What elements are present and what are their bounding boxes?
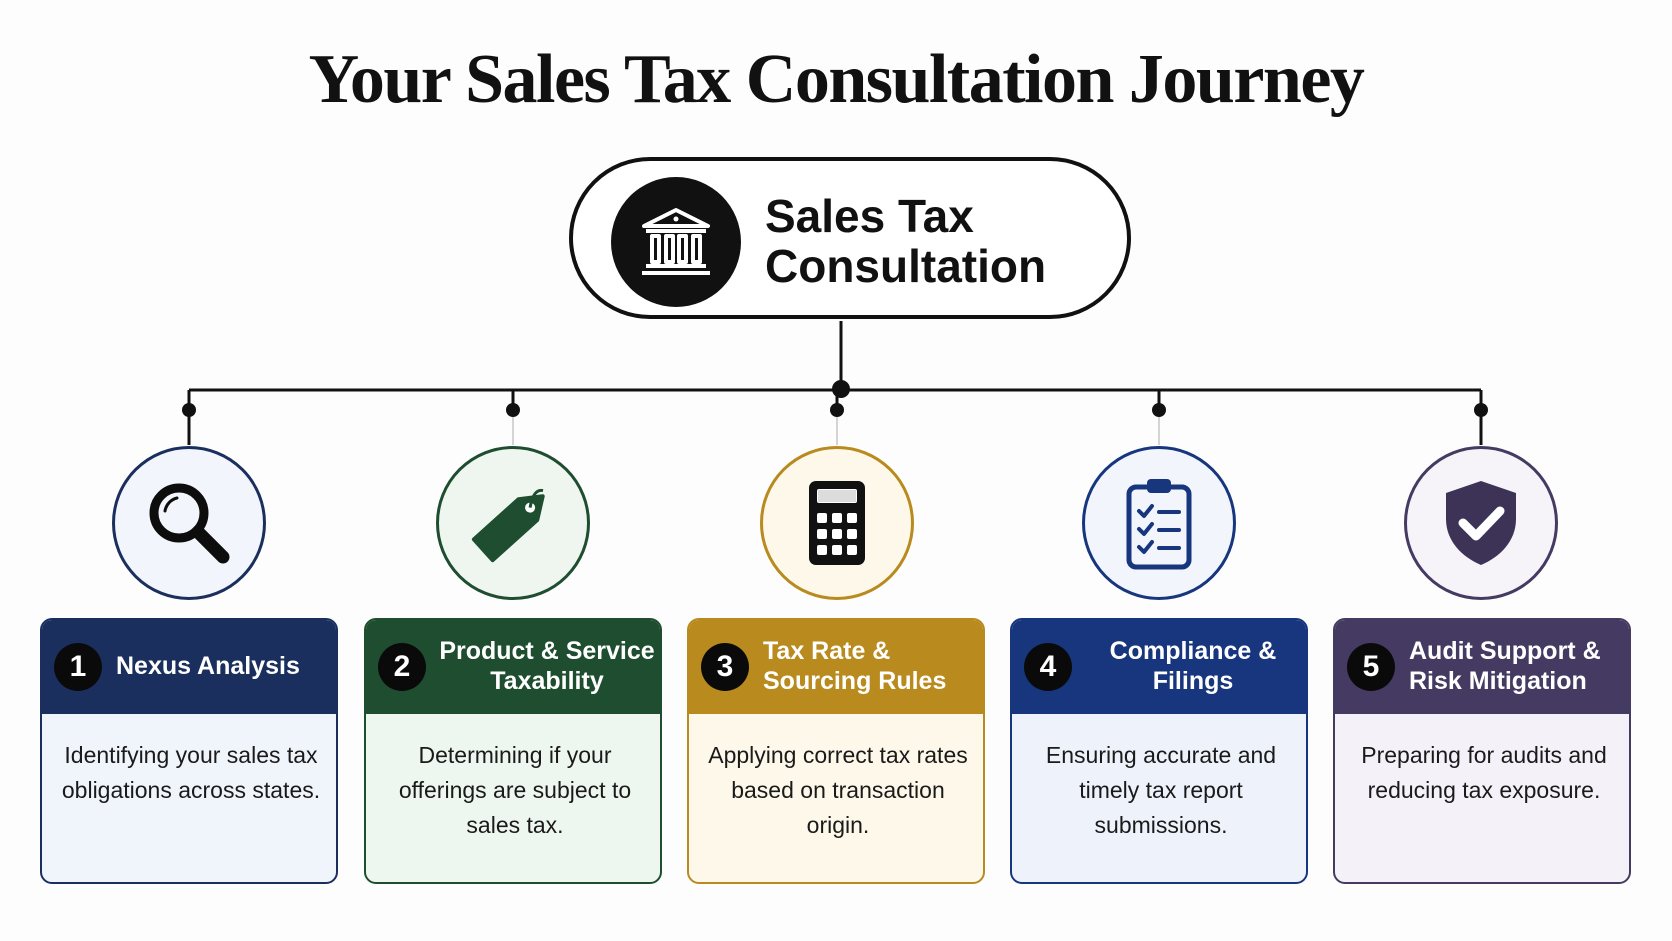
step-icon-circle-2	[436, 446, 590, 600]
step-title: Tax Rate & Sourcing Rules	[763, 637, 947, 695]
step-card-header: 2 Product & Service Taxability	[366, 620, 660, 714]
step-description: Preparing for audits and reducing tax ex…	[1361, 742, 1607, 803]
step-number: 1	[54, 643, 102, 691]
step-card-header: 3 Tax Rate & Sourcing Rules	[689, 620, 983, 714]
step-description: Ensuring accurate and timely tax report …	[1045, 742, 1277, 838]
bank-building-icon	[611, 177, 741, 307]
step-description: Identifying your sales tax obligations a…	[61, 742, 321, 803]
step-card-1: 1 Nexus Analysis Identifying your sales …	[40, 618, 338, 884]
hub-node: Sales Tax Consultation	[569, 157, 1131, 319]
step-title: Product & Service Taxability	[439, 637, 655, 695]
page-title: Your Sales Tax Consultation Journey	[308, 41, 1365, 118]
step-card-2: 2 Product & Service Taxability Determini…	[364, 618, 662, 884]
step-number: 5	[1347, 643, 1395, 691]
step-number: 2	[378, 643, 426, 691]
step-card-4: 4 Compliance & Filings Ensuring accurate…	[1010, 618, 1308, 884]
step-title: Audit Support & Risk Mitigation	[1409, 637, 1601, 695]
step-title: Nexus Analysis	[116, 652, 300, 680]
step-icon-circle-4	[1082, 446, 1236, 600]
hub-label: Sales Tax Consultation	[765, 190, 1047, 292]
step-icon-circle-1	[112, 446, 266, 600]
step-card-header: 4 Compliance & Filings	[1012, 620, 1306, 714]
clipboard-checklist-icon	[1126, 479, 1192, 570]
step-number: 4	[1024, 643, 1072, 691]
step-title: Compliance & Filings	[1109, 637, 1277, 695]
magnifying-glass-icon	[149, 483, 230, 564]
step-icon-circle-5	[1404, 446, 1558, 600]
shield-check-icon	[1446, 481, 1516, 565]
step-card-5: 5 Audit Support & Risk Mitigation Prepar…	[1333, 618, 1631, 884]
step-description: Applying correct tax rates based on tran…	[708, 742, 968, 838]
step-card-header: 5 Audit Support & Risk Mitigation	[1335, 620, 1629, 714]
step-card-header: 1 Nexus Analysis	[42, 620, 336, 714]
price-tag-icon	[471, 488, 545, 563]
calculator-icon	[809, 481, 865, 565]
step-description: Determining if your offerings are subjec…	[398, 742, 632, 838]
step-icon-circle-3	[760, 446, 914, 600]
step-number: 3	[701, 643, 749, 691]
step-card-3: 3 Tax Rate & Sourcing Rules Applying cor…	[687, 618, 985, 884]
